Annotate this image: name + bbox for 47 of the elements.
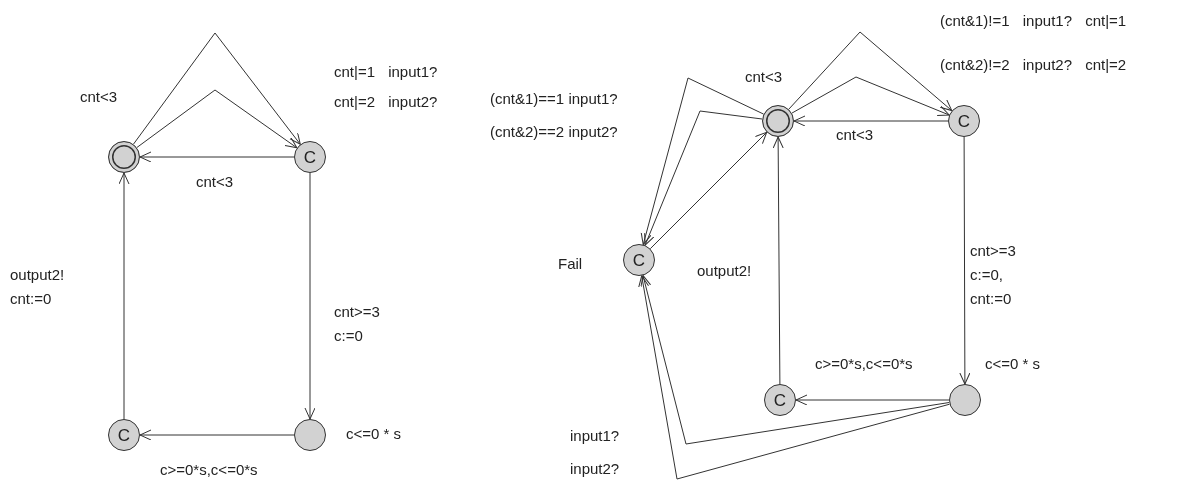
transition-arrow — [644, 110, 763, 246]
edge-label: input2? — [570, 460, 620, 479]
transition-arrow — [118, 172, 130, 420]
transition-arrow — [640, 77, 765, 246]
committed-state-circle: C — [764, 384, 796, 416]
edge-label: output2! — [697, 262, 752, 281]
state-label: c<=0 * s — [346, 425, 402, 444]
initial-state-circle — [762, 105, 794, 137]
edge-label: cnt|=2 input2? — [334, 93, 438, 112]
edge-label: c>=0*s,c<=0*s — [815, 355, 913, 374]
edge-label: cnt<3 — [196, 173, 234, 192]
transition-arrow — [772, 136, 784, 385]
transition-arrow — [139, 151, 295, 163]
edge-label: (cnt&2)==2 input2? — [490, 123, 618, 142]
edge-label: (cnt&1)!=1 input1? cnt|=1 — [940, 12, 1127, 31]
edge-label: cnt>=3 c:=0 — [334, 302, 380, 346]
edge-label: (cnt&2)!=2 input2? cnt|=2 — [940, 56, 1127, 75]
edge-label: (cnt&1)==1 input1? — [490, 90, 618, 109]
transition-arrow — [795, 394, 950, 406]
transition-arrow — [304, 172, 316, 420]
committed-state-circle: C — [623, 244, 655, 276]
state-label: c<=0 * s — [985, 355, 1041, 374]
state-label: Fail — [558, 255, 583, 274]
edge-label: input1? — [570, 427, 620, 446]
transition-arrow — [791, 76, 950, 116]
transition-arrow — [959, 136, 971, 385]
transition-arrow — [133, 32, 301, 145]
transition-arrow — [638, 275, 951, 480]
edge-label: cnt>=3 c:=0, cnt:=0 — [970, 241, 1016, 309]
state-circle — [294, 419, 326, 451]
transition-arrow — [139, 429, 295, 441]
edge-label: cnt<3 — [836, 126, 874, 145]
initial-state-circle — [108, 141, 140, 173]
transition-arrow — [640, 275, 950, 445]
transition-arrow — [793, 115, 949, 127]
edge-label: cnt|=1 input1? — [334, 63, 438, 82]
transition-arrow — [649, 131, 768, 250]
committed-state-circle: C — [294, 141, 326, 173]
edge-label: c>=0*s,c<=0*s — [160, 461, 258, 480]
state-circle — [949, 384, 981, 416]
committed-state-circle: C — [108, 419, 140, 451]
state-label: cnt<3 — [745, 68, 783, 87]
transition-arrow — [136, 89, 298, 149]
state-label: cnt<3 — [80, 88, 118, 107]
edge-label: output2! cnt:=0 — [10, 265, 65, 309]
committed-state-circle: C — [948, 105, 980, 137]
transition-arrow — [788, 31, 953, 112]
